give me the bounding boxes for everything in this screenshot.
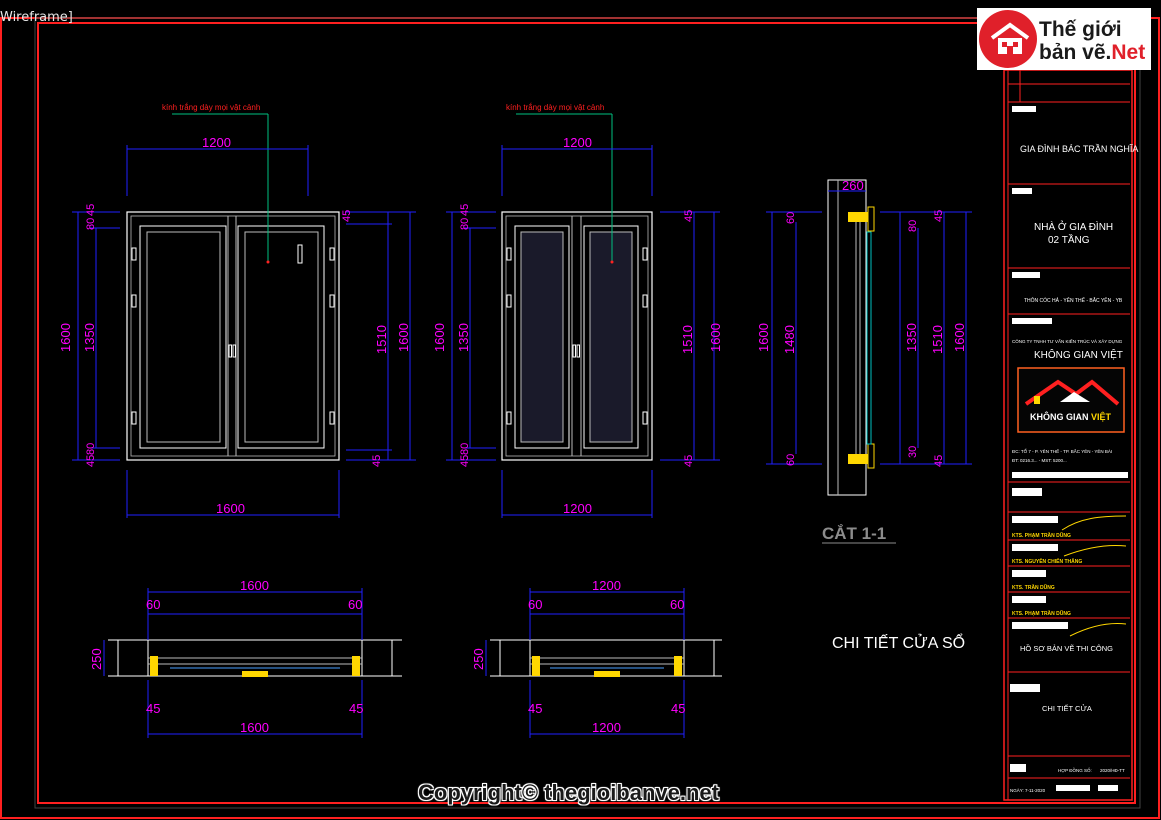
dim-e2-left-b2: 45 (459, 455, 471, 467)
tb-foot-left: HỢP ĐỒNG SỐ: (1058, 767, 1092, 773)
dim-p2-bot-left: 45 (528, 701, 542, 716)
dim-p1-bot-left: 45 (146, 701, 160, 716)
dim-e1-right-inner: 1510 (374, 325, 389, 354)
dim-p2-top: 1200 (592, 578, 621, 593)
dim-e2-left-total: 1600 (432, 323, 447, 352)
dim-p1-bot-right: 45 (349, 701, 363, 716)
elevation-1: kính trắng dày mọi vật cảnh 1200 1600 16… (58, 103, 416, 518)
dim-e1-bottom: 1600 (216, 501, 245, 516)
dim-e1-right-t: 45 (341, 210, 353, 222)
copyright-watermark: Copyright© thegioibanve.net (418, 780, 719, 805)
dim-e1-right-total: 1600 (396, 323, 411, 352)
glass-note-2: kính trắng dày mọi vật cảnh (506, 103, 604, 112)
dim-s-left-inner: 1480 (782, 325, 797, 354)
dim-e1-left-t2: 45 (85, 204, 97, 216)
tb-owner: GIA ĐÌNH BÁC TRẦN NGHĨA (1020, 144, 1138, 154)
tb-company: KHÔNG GIAN VIỆT (1034, 348, 1123, 361)
dim-e1-left-b1: 80 (85, 443, 97, 455)
dim-p2-right-off: 60 (670, 597, 684, 612)
dim-p1-right-off: 60 (348, 597, 362, 612)
plan-1: 1600 60 60 250 45 45 1600 (89, 578, 402, 738)
dim-s-left-t: 60 (785, 212, 797, 224)
dim-s-right-b1: 30 (907, 446, 919, 458)
frame-guide (34, 17, 1141, 809)
dim-s-right-t2: 45 (933, 210, 945, 222)
dim-s-right-b2: 45 (933, 455, 945, 467)
dim-p1-depth: 250 (89, 648, 104, 670)
dim-p1-top: 1600 (240, 578, 269, 593)
detail-title: CHI TIẾT CỬA SỔ (832, 633, 965, 652)
brand-line-2b: Net (1111, 41, 1146, 64)
dim-s-right-inner: 1350 (904, 323, 919, 352)
dim-e1-left-b2: 45 (85, 455, 97, 467)
title-block: GIA ĐÌNH BÁC TRẦN NGHĨA NHÀ Ở GIA ĐÌNH 0… (1003, 69, 1138, 801)
dim-s-right-t1: 80 (907, 220, 919, 232)
dim-p1-left-off: 60 (146, 597, 160, 612)
dim-e1-left-total: 1600 (58, 323, 73, 352)
brand-line-2: bản vẽ.Net (1039, 41, 1145, 65)
viewport-label[interactable]: Wireframe] (0, 10, 73, 25)
glass-note-1: kính trắng dày mọi vật cảnh (162, 103, 260, 112)
section-title: CẮT 1-1 (822, 524, 886, 543)
tb-person-2: KTS. NGUYỄN CHIẾN THẮNG (1012, 557, 1082, 565)
dim-e2-right-b: 45 (683, 455, 695, 467)
dim-e2-right-t: 45 (683, 210, 695, 222)
dim-e2-left-t1: 80 (459, 218, 471, 230)
dim-p2-bottom: 1200 (592, 720, 621, 735)
brand-circle (979, 10, 1037, 68)
house-icon (990, 22, 1030, 54)
tb-foot-right: 2020/HĐ-TT (1100, 768, 1125, 773)
tb-location: THÔN CÓC HẢ - YÊN THẾ - BẮC YÊN - YB (1024, 296, 1123, 304)
dim-e2-right-inner: 1510 (680, 325, 695, 354)
dim-e2-bottom: 1200 (563, 501, 592, 516)
section-1-1: 260 1600 1480 60 60 80 45 1350 1510 1600… (756, 178, 972, 544)
tb-stage: HỒ SƠ BẢN VẼ THI CÔNG (1020, 643, 1113, 653)
inner-frame (37, 22, 1136, 804)
tb-person-1: KTS. PHẠM TRẦN DŨNG (1012, 532, 1071, 539)
plan-2: 1200 60 60 250 45 45 1200 (471, 578, 722, 738)
dim-e2-left-b1: 80 (459, 443, 471, 455)
tb-person-4: KTS. PHẠM TRẦN DŨNG (1012, 610, 1071, 617)
dim-e1-left-inner: 1350 (82, 323, 97, 352)
tb-address-l1: ĐC: TỔ 7 - P. YÊN THẾ - TP. BẮC YÊN - YÊ… (1012, 447, 1112, 454)
tb-project-l2: 02 TẦNG (1048, 233, 1090, 246)
tb-foot-date: NGÀY: 7-11-2020 (1010, 787, 1046, 793)
dim-e2-top: 1200 (563, 135, 592, 150)
dim-s-left-total: 1600 (756, 323, 771, 352)
dim-e2-right-total: 1600 (708, 323, 723, 352)
dim-e1-top: 1200 (202, 135, 231, 150)
dim-e2-left-inner: 1350 (456, 323, 471, 352)
dim-s-right-total: 1510 (930, 325, 945, 354)
dim-p2-left-off: 60 (528, 597, 542, 612)
dim-p2-depth: 250 (471, 648, 486, 670)
brand-logo: Thế giới bản vẽ.Net (977, 8, 1151, 70)
dim-e2-left-t2: 45 (459, 204, 471, 216)
tb-company-small: CÔNG TY TNHH TƯ VẤN KIẾN TRÚC VÀ XÂY DỰN… (1012, 338, 1123, 344)
dim-e1-left-t1: 80 (85, 218, 97, 230)
dim-e1-right-b: 45 (371, 455, 383, 467)
tb-project-l1: NHÀ Ở GIA ĐÌNH (1034, 220, 1113, 233)
dim-p1-bottom: 1600 (240, 720, 269, 735)
tb-drawing-name: CHI TIẾT CỬA (1042, 703, 1092, 713)
tb-person-3: KTS. TRẦN DŨNG (1012, 584, 1055, 591)
dim-s-top: 260 (842, 178, 864, 193)
brand-line-1: Thế giới (1039, 18, 1122, 41)
brand-line-2a: bản vẽ. (1039, 41, 1112, 64)
dim-s-left-b: 60 (785, 454, 797, 466)
dim-p2-bot-right: 45 (671, 701, 685, 716)
dim-s-right-outer: 1600 (952, 323, 967, 352)
elevation-2: kính trắng dày mọi vật cảnh 1200 1200 16… (432, 103, 723, 518)
logo-text: KHÔNG GIAN VIỆT (1030, 411, 1112, 422)
tb-address-l2: ĐT: 0216.3... - MST: 5200... (1012, 458, 1067, 463)
